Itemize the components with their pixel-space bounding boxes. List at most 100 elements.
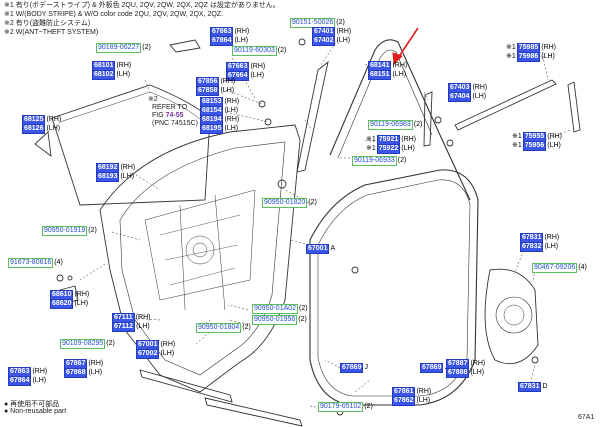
part-row: 67863(RH) [210, 27, 249, 37]
part-callout-p67861[interactable]: 67861(RH)67862(LH) [392, 387, 431, 406]
part-callout-p90119c[interactable]: 90119-06933(2) [352, 156, 406, 166]
part-callout-p68610[interactable]: 68610(RH)68620(LH) [50, 290, 89, 309]
part-callout-p90109[interactable]: 90109-08295(2) [60, 339, 115, 349]
part-callout-p67867[interactable]: 67867(RH)67868(LH) [64, 359, 103, 378]
part-suffix: (LH) [160, 350, 175, 357]
part-callout-p90179[interactable]: 90179-05102(2) [318, 402, 373, 412]
part-number[interactable]: 90119-06933 [352, 156, 397, 166]
part-suffix: (LH) [224, 107, 239, 114]
part-number[interactable]: 90950-01A02 [252, 304, 299, 314]
part-callout-p68153[interactable]: 68153(RH)68154(LH) [200, 97, 239, 116]
part-number[interactable]: 67869 [420, 363, 444, 373]
part-number[interactable]: 90950-01956 [252, 315, 298, 325]
part-row: 68620(LH) [50, 299, 89, 309]
part-suffix: (LH) [470, 369, 485, 376]
part-callout-p67856[interactable]: 67856(RH)67858(LH) [196, 77, 235, 96]
part-number[interactable]: 75986 [516, 52, 541, 62]
part-number[interactable]: 67001 [306, 244, 330, 254]
note-line-1: ※1 有り(ボデーストライプ) & 外板色 2QU, 2QV, 2QW, 2QX… [4, 2, 280, 9]
part-callout-p90189a[interactable]: 90189-06227(2) [96, 43, 151, 53]
part-number[interactable]: 90119-06983 [368, 120, 413, 130]
part-callout-p67863a[interactable]: 67863(RH)67864(LH) [210, 27, 249, 46]
part-callout-p67887[interactable]: 67887(RH)67888(LH) [446, 359, 485, 378]
part-callout-p90950a[interactable]: 90950-01820(2) [262, 198, 317, 208]
part-number[interactable]: 67868 [64, 368, 88, 378]
part-callout-p68141[interactable]: 68141(RH)68151(LH) [368, 61, 408, 80]
part-number[interactable]: 90189-06227 [96, 43, 142, 53]
part-number[interactable]: 75922 [376, 144, 401, 154]
part-number[interactable]: 90950-01820 [262, 198, 308, 208]
part-row: 67404(LH) [448, 92, 487, 102]
part-callout-p90950d[interactable]: 90950-01956(2) [252, 315, 307, 325]
door-glass [52, 85, 210, 205]
part-callout-p90151[interactable]: 90151-50026(2) [290, 18, 345, 28]
refer-fig-link[interactable]: 74-55 [165, 112, 184, 119]
part-number[interactable]: 67831 [518, 382, 542, 392]
part-number[interactable]: 90119-60303 [232, 46, 277, 56]
part-number[interactable]: 67888 [446, 368, 470, 378]
part-number[interactable]: 67002 [136, 349, 160, 359]
part-number[interactable]: 67869 [340, 363, 364, 373]
part-callout-p67403[interactable]: 67403(RH)67404(LH) [448, 83, 487, 102]
part-number[interactable]: 90950-01919 [42, 226, 88, 236]
part-callout-p67863b[interactable]: 67863(RH)67864(LH) [8, 367, 47, 386]
part-number[interactable]: 67864 [8, 376, 32, 386]
part-number[interactable]: 67664 [226, 71, 250, 81]
part-suffix: (RH) [401, 136, 417, 143]
part-number[interactable]: 68620 [50, 299, 74, 309]
part-number[interactable]: 90109-08295 [60, 339, 106, 349]
part-number[interactable]: 68195 [200, 124, 224, 134]
part-number[interactable]: 75956 [522, 141, 547, 151]
mirror-corner-piece [35, 132, 51, 156]
part-callout-p67831[interactable]: 67831(RH)67832(LH) [520, 233, 559, 252]
part-callout-p68101[interactable]: 68101(RH)68102(LH) [92, 61, 131, 80]
part-number[interactable]: 91673-80616 [8, 258, 54, 268]
part-callout-p67401[interactable]: 67401(RH)67402(LH) [312, 27, 352, 46]
part-row: 68192(RH) [96, 163, 135, 173]
part-callout-p90119b[interactable]: 90119-06983(2) [368, 120, 422, 130]
part-number[interactable]: 90950-01804 [196, 323, 242, 333]
part-callout-p91673[interactable]: 91673-80616(4) [8, 258, 63, 268]
part-number[interactable]: 67832 [520, 242, 544, 252]
part-callout-p90950c[interactable]: 90950-01A02(2) [252, 304, 308, 314]
part-callout-p90467[interactable]: 90467-09206(4) [532, 263, 587, 273]
part-callout-p68194[interactable]: 68194(RH)68195(LH) [200, 115, 239, 134]
part-number[interactable]: 67112 [112, 322, 136, 332]
part-number[interactable]: 67864 [210, 36, 234, 46]
part-callout-p67111[interactable]: 67111(RH)67112(LH) [112, 313, 150, 332]
part-number[interactable]: 67402 [312, 36, 336, 46]
part-callout-p68192[interactable]: 68192(RH)68193(LH) [96, 163, 135, 182]
part-callout-p67001b[interactable]: 67001(RH)67002(LH) [136, 340, 175, 359]
part-number[interactable]: 68126 [22, 124, 46, 134]
part-number[interactable]: 67858 [196, 86, 220, 96]
part-number[interactable]: 68151 [368, 70, 392, 80]
part-row: 90119-60303(2) [232, 46, 286, 56]
part-suffix: (LH) [88, 369, 103, 376]
part-number[interactable]: 68193 [96, 172, 120, 182]
part-callout-p90950b[interactable]: 90950-01919(2) [42, 226, 97, 236]
part-callout-p67663[interactable]: 67663(RH)67664(LH) [226, 62, 265, 81]
part-number[interactable]: 67404 [448, 92, 472, 102]
part-number[interactable]: 90179-05102 [318, 402, 364, 412]
part-suffix: (RH) [336, 28, 352, 35]
part-callout-p68125[interactable]: 68125(RH)68126(LH) [22, 115, 61, 134]
part-suffix: (RH) [392, 62, 408, 69]
part-number[interactable]: 90467-09206 [532, 263, 578, 273]
part-number[interactable]: 67862 [392, 396, 416, 406]
part-number[interactable]: 68102 [92, 70, 116, 80]
part-callout-p90119a[interactable]: 90119-60303(2) [232, 46, 286, 56]
outside-handle [170, 40, 200, 52]
part-row: 90151-50026(2) [290, 18, 345, 28]
part-callout-p90950e[interactable]: 90950-01804(2) [196, 323, 251, 333]
